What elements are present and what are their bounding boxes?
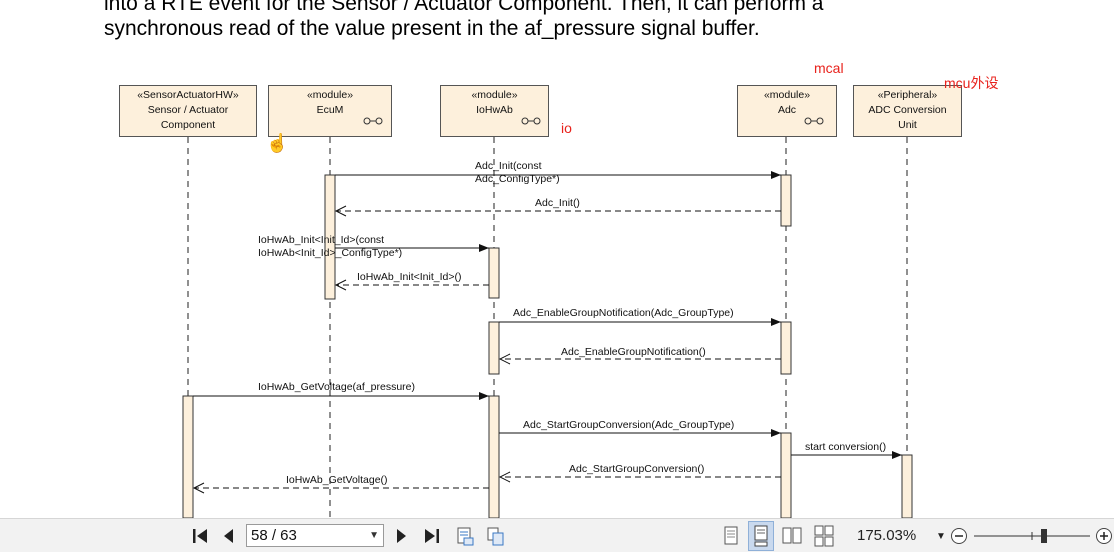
activation-iohwab-3 — [488, 395, 500, 518]
return-head-5 — [192, 482, 205, 494]
activation-adc-3 — [780, 432, 792, 518]
message-label-iohwab-init-1: IoHwAb_Init<Init_Id>(const — [258, 234, 385, 246]
message-label-adc-init-return: Adc_Init() — [535, 197, 580, 209]
activation-sensor — [182, 395, 194, 518]
hand-cursor-icon: ☝ — [266, 133, 289, 153]
last-page-icon[interactable] — [420, 519, 444, 553]
continuous-page-icon[interactable] — [748, 521, 774, 551]
activation-iohwab-1 — [488, 247, 500, 299]
lifeline-header-adc: «module» Adc — [737, 85, 837, 137]
message-label-start-conversion: Adc_StartGroupConversion(Adc_GroupType) — [523, 419, 735, 431]
document-view: into a RTE event for the Sensor / Actuat… — [104, 0, 999, 518]
next-page-icon[interactable] — [392, 519, 412, 553]
body-text-line-2: synchronous read of the value present in… — [104, 17, 760, 40]
body-text-line-1: into a RTE event for the Sensor / Actuat… — [104, 0, 824, 15]
activation-ecum — [324, 174, 336, 300]
activation-iohwab-2 — [488, 321, 500, 375]
message-label-adc-init-1: Adc_Init(const — [475, 160, 542, 172]
stereotype-label: «Peripheral» — [877, 89, 938, 101]
zoom-in-icon[interactable] — [1094, 519, 1114, 553]
return-head-3 — [498, 353, 511, 365]
activation-adc-1 — [780, 174, 792, 227]
two-page-icon[interactable] — [780, 519, 804, 553]
fit-page-icon[interactable] — [454, 519, 476, 553]
message-label-enable-notification-return: Adc_EnableGroupNotification() — [561, 346, 706, 358]
stereotype-label: «module» — [471, 89, 518, 101]
prev-page-icon[interactable] — [218, 519, 238, 553]
activation-adc-unit — [901, 454, 913, 518]
return-head-4 — [498, 471, 511, 483]
lifeline-name: Sensor / Actuator Component — [147, 104, 229, 131]
viewer-toolbar: 58 / 63 ▼ 175.03% ▼ — [0, 518, 1114, 552]
page-number-input[interactable]: 58 / 63 ▼ — [246, 524, 384, 547]
activation-adc-2 — [780, 321, 792, 375]
lifeline-name: Adc — [777, 104, 797, 116]
lifeline-name: IoHwAb — [476, 104, 513, 116]
return-head-2 — [334, 279, 347, 291]
two-page-continuous-icon[interactable] — [812, 519, 836, 553]
lifeline-name: ADC Conversion Unit — [868, 104, 947, 131]
first-page-icon[interactable] — [188, 519, 212, 553]
annotation-io: io — [561, 120, 572, 136]
page-number-value: 58 / 63 — [251, 527, 297, 544]
stereotype-label: «module» — [306, 89, 354, 101]
sequence-diagram — [182, 117, 913, 518]
single-page-icon[interactable] — [720, 519, 742, 553]
zoom-slider[interactable] — [972, 519, 1092, 553]
message-label-start-conversion-hw: start conversion() — [805, 441, 887, 453]
annotation-mcal: mcal — [814, 60, 844, 76]
stereotype-label: «SensorActuatorHW» — [137, 89, 239, 101]
lifeline-header-ecum: «module» EcuM — [268, 85, 392, 137]
message-label-get-voltage: IoHwAb_GetVoltage(af_pressure) — [258, 381, 416, 393]
lifeline-header-adc-conversion-unit: «Peripheral» ADC Conversion Unit — [853, 85, 962, 137]
message-label-iohwab-init-return: IoHwAb_Init<Init_Id>() — [357, 271, 462, 283]
annotation-mcu: mcu外设 — [944, 75, 999, 91]
zoom-slider-thumb — [1041, 529, 1047, 543]
message-label-iohwab-init-2: IoHwAb<Init_Id>_ConfigType*) — [258, 247, 403, 259]
lifeline-header-iohwab: «module» IoHwAb — [440, 85, 549, 137]
page-dropdown-icon[interactable]: ▼ — [369, 530, 379, 541]
fit-width-icon[interactable] — [484, 519, 506, 553]
return-head-1 — [334, 205, 347, 217]
zoom-level[interactable]: 175.03% — [857, 527, 917, 544]
lifeline-name: EcuM — [316, 104, 344, 116]
message-label-adc-init-2: Adc_ConfigType*) — [475, 173, 560, 185]
zoom-out-icon[interactable] — [949, 519, 969, 553]
message-label-enable-notification: Adc_EnableGroupNotification(Adc_GroupTyp… — [513, 307, 734, 319]
lifeline-header-sensor-actuator: «SensorActuatorHW» Sensor / Actuator Com… — [119, 85, 257, 137]
stereotype-label: «module» — [763, 89, 811, 101]
message-label-start-conversion-return: Adc_StartGroupConversion() — [569, 463, 705, 475]
message-label-get-voltage-return: IoHwAb_GetVoltage() — [286, 474, 388, 486]
zoom-dropdown-icon[interactable]: ▼ — [936, 530, 946, 542]
